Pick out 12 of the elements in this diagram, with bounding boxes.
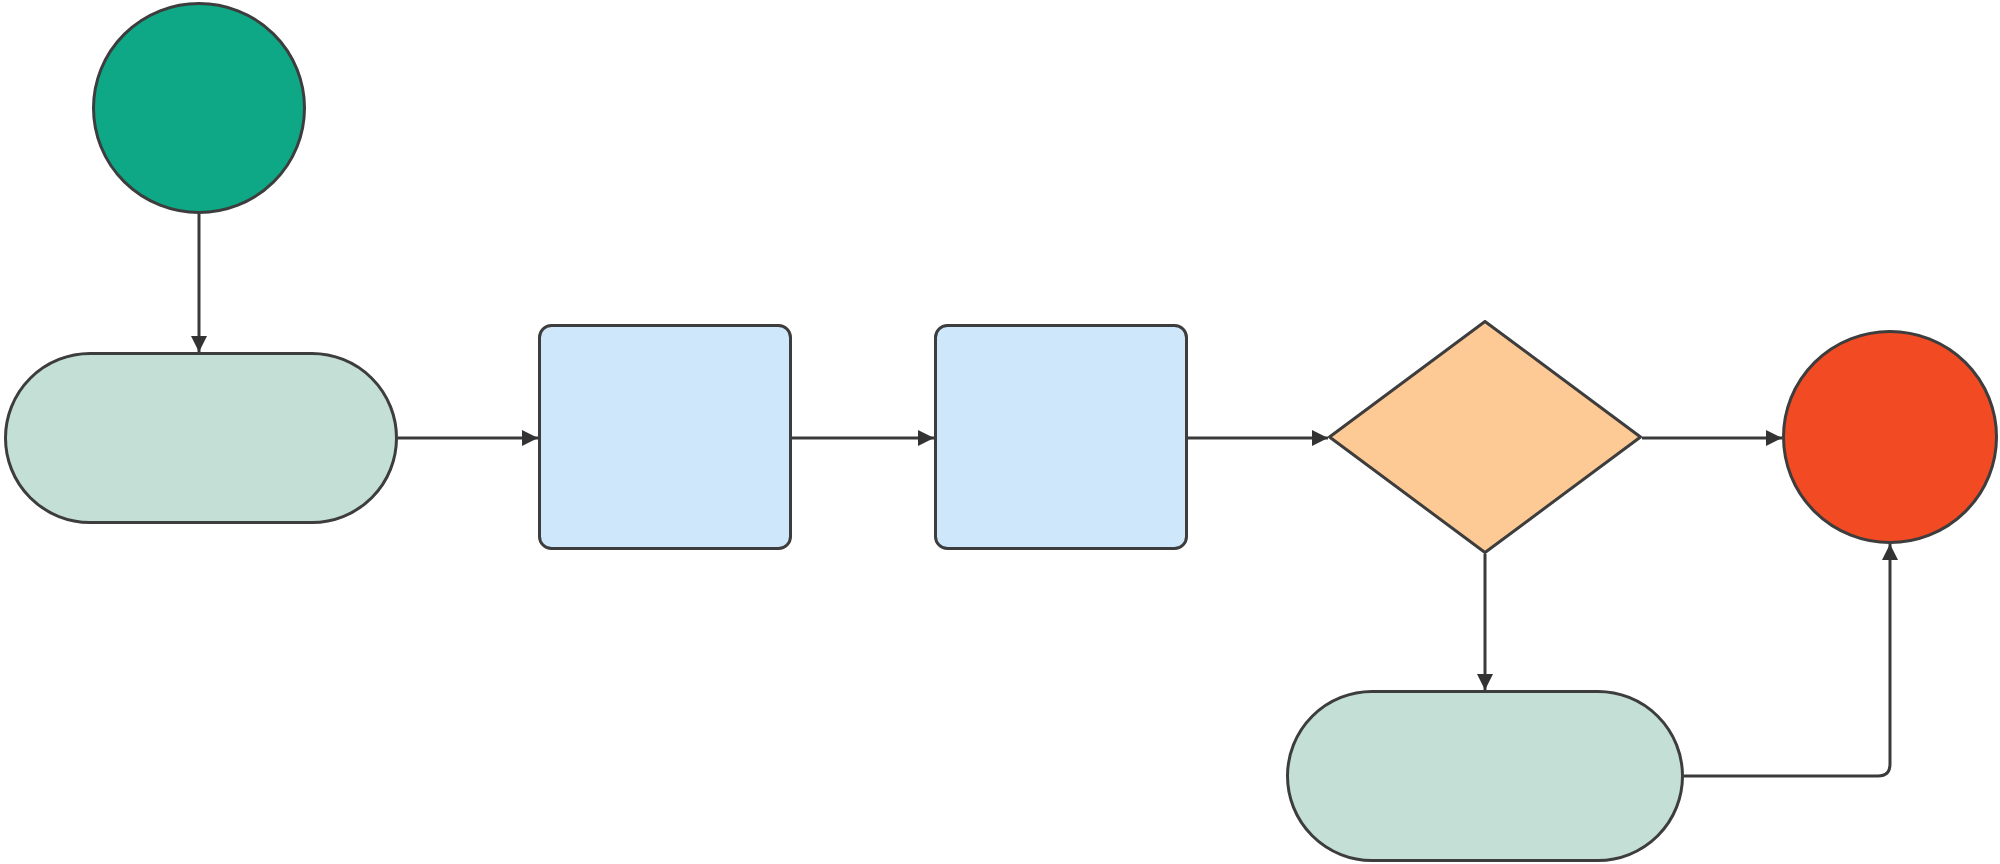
arrow [792,430,934,446]
circle-node [1782,330,1998,544]
arrow [1642,430,1782,446]
circle-node [92,2,306,214]
process-box [934,324,1188,550]
arrow [1188,430,1328,446]
process-box [538,324,792,550]
arrow [1684,544,1898,778]
arrow [398,430,538,446]
arrow [191,214,207,352]
arrow [1477,554,1493,690]
decision-diamond [1328,320,1642,554]
